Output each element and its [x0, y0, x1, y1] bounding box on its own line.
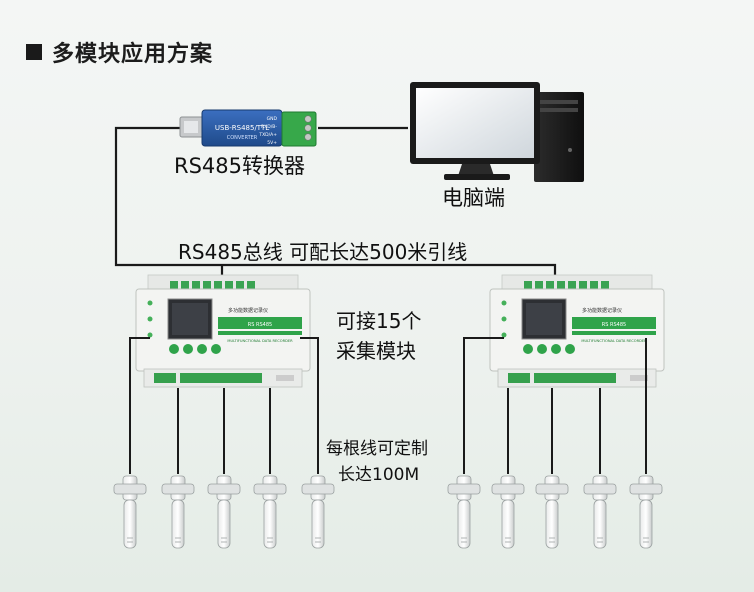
bus-label: RS485总线 可配长达500米引线 [178, 240, 468, 264]
recorder-left-name: 多功能数据记录仪 [228, 307, 268, 314]
recorder-right-name: 多功能数据记录仪 [582, 307, 622, 314]
page-title: 多模块应用方案 [26, 36, 213, 68]
converter-pin-3: TXD/A+ [258, 132, 277, 138]
modules-note-line2: 采集模块 [336, 339, 416, 363]
sensor-cables [129, 337, 647, 474]
computer-icon [410, 82, 584, 182]
converter-device-text: USB-RS485/TTL [215, 124, 269, 132]
usb-rs485-converter: USB-RS485/TTL CONVERTER GND RXD/B- TXD/A… [179, 109, 317, 147]
recorder-right-name-en: MULTIFUNCTIONAL DATA RECORDER [581, 339, 647, 343]
converter-device-sub: CONVERTER [227, 135, 258, 141]
recorder-left-brand: RS RS485 [248, 322, 272, 328]
converter-pin-1: GND [267, 116, 278, 122]
modules-note-line1: 可接15个 [336, 309, 422, 333]
recorder-left-name-en: MULTIFUNCTIONAL DATA RECORDER [227, 339, 293, 343]
converter-pin-4: 5V+ [267, 140, 277, 146]
title-square-icon [26, 44, 42, 60]
converter-caption: RS485转换器 [174, 154, 306, 178]
title-text: 多模块应用方案 [52, 42, 214, 67]
recorder-right-brand: RS RS485 [602, 322, 626, 328]
cable-note-line2: 长达100M [338, 465, 420, 485]
computer-caption: 电脑端 [442, 186, 505, 210]
data-recorder-left: 多功能数据记录仪 RS RS485 MULTIFUNCTIONAL DATA R… [135, 274, 311, 388]
cable-note-line1: 每根线可定制 [326, 439, 428, 459]
data-recorder-right: 多功能数据记录仪 RS RS485 MULTIFUNCTIONAL DATA R… [489, 274, 665, 388]
converter-pin-2: RXD/B- [261, 124, 277, 130]
sensor-probes [113, 475, 663, 549]
